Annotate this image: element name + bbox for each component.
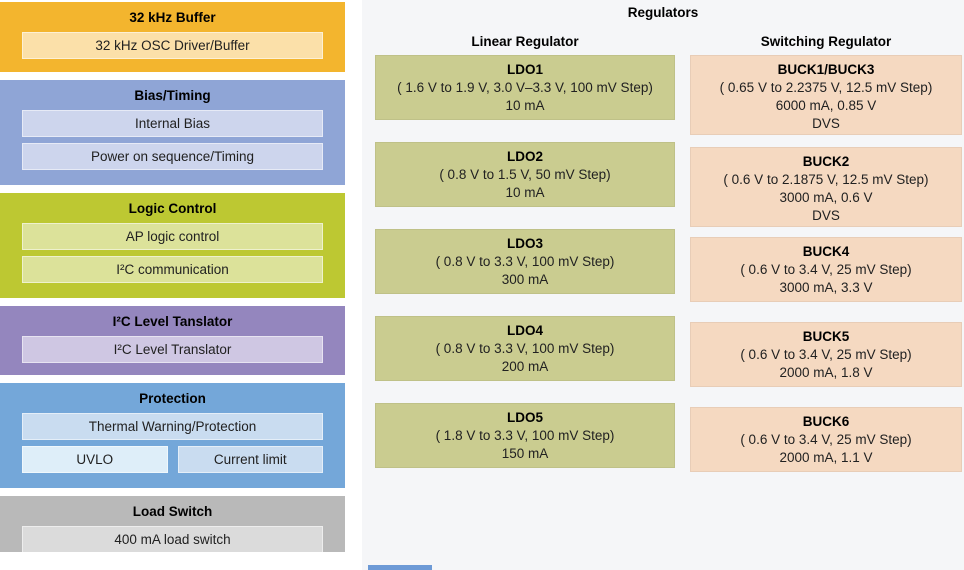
regulators-panel: Regulators Linear Regulator LDO1 ( 1.6 V… <box>362 0 964 570</box>
regulator-name: LDO4 <box>506 323 543 338</box>
linear-regulator-column: Linear Regulator LDO1 ( 1.6 V to 1.9 V, … <box>375 34 675 490</box>
linear-regulator-header: Linear Regulator <box>471 34 579 49</box>
block-row: I²C communication <box>22 256 323 283</box>
regulator-name: LDO3 <box>506 236 543 251</box>
block-rows: I²C Level Translator <box>22 336 323 363</box>
regulator-spec-line: ( 0.6 V to 2.1875 V, 12.5 mV Step) <box>723 172 929 187</box>
regulator-spec-line: 3000 mA, 0.6 V <box>779 190 873 205</box>
regulators-title: Regulators <box>627 5 699 20</box>
block-row: Internal Bias <box>22 110 323 137</box>
regulator-name: BUCK4 <box>802 244 850 259</box>
block-rows: 32 kHz OSC Driver/Buffer <box>22 32 323 59</box>
regulator-box-buck2: BUCK2 ( 0.6 V to 2.1875 V, 12.5 mV Step)… <box>690 147 962 227</box>
regulator-name: BUCK6 <box>802 414 850 429</box>
block-load-switch: Load Switch 400 mA load switch <box>0 496 345 552</box>
block-row: I²C Level Translator <box>22 336 323 363</box>
regulator-spec-line: DVS <box>812 208 840 223</box>
regulator-spec-line: 2000 mA, 1.8 V <box>779 365 873 380</box>
regulator-spec-line: ( 0.6 V to 3.4 V, 25 mV Step) <box>740 432 912 447</box>
regulator-spec-line: 150 mA <box>501 446 549 461</box>
regulator-spec-line: 10 mA <box>505 185 545 200</box>
regulator-name: LDO1 <box>506 62 543 77</box>
block-title: Protection <box>139 391 206 406</box>
regulator-spec-line: 6000 mA, 0.85 V <box>775 98 877 113</box>
block-row: 32 kHz OSC Driver/Buffer <box>22 32 323 59</box>
block-title: Load Switch <box>132 504 213 519</box>
block-row: Power on sequence/Timing <box>22 143 323 170</box>
regulator-name: BUCK1/BUCK3 <box>777 62 875 77</box>
regulator-box-buck6: BUCK6 ( 0.6 V to 3.4 V, 25 mV Step) 2000 … <box>690 407 962 472</box>
block-item: Current limit <box>177 446 323 473</box>
regulator-spec-line: 3000 mA, 3.3 V <box>779 280 873 295</box>
block-title: Bias/Timing <box>134 88 211 103</box>
block-item: AP logic control <box>22 223 323 250</box>
regulator-spec-line: 200 mA <box>501 359 549 374</box>
block-item: Power on sequence/Timing <box>22 143 323 170</box>
regulator-spec-line: ( 0.65 V to 2.2375 V, 12.5 mV Step) <box>719 80 933 95</box>
block-rows: 400 mA load switch <box>22 526 323 552</box>
block-item: 32 kHz OSC Driver/Buffer <box>22 32 323 59</box>
regulator-spec-line: ( 0.8 V to 3.3 V, 100 mV Step) <box>435 341 615 356</box>
regulator-spec-line: DVS <box>812 116 840 131</box>
regulator-box-ldo5: LDO5 ( 1.8 V to 3.3 V, 100 mV Step) 150 m… <box>375 403 675 468</box>
block-item: 400 mA load switch <box>22 526 323 552</box>
regulator-name: LDO5 <box>506 410 543 425</box>
regulator-name: BUCK5 <box>802 329 850 344</box>
regulator-spec-line: 2000 mA, 1.1 V <box>779 450 873 465</box>
regulator-box-buck1-buck3: BUCK1/BUCK3 ( 0.65 V to 2.2375 V, 12.5 m… <box>690 55 962 135</box>
block-item: Thermal Warning/Protection <box>22 413 323 440</box>
block-row: 400 mA load switch <box>22 526 323 552</box>
block-32khz-buffer: 32 kHz Buffer 32 kHz OSC Driver/Buffer <box>0 2 345 72</box>
function-block-column: 32 kHz Buffer 32 kHz OSC Driver/Buffer B… <box>0 2 345 552</box>
block-row: Thermal Warning/Protection <box>22 413 323 440</box>
regulator-box-ldo1: LDO1 ( 1.6 V to 1.9 V, 3.0 V–3.3 V, 100 … <box>375 55 675 120</box>
regulator-spec-line: ( 0.8 V to 3.3 V, 100 mV Step) <box>435 254 615 269</box>
regulator-spec-line: 300 mA <box>501 272 549 287</box>
regulator-name: LDO2 <box>506 149 543 164</box>
regulator-spec-line: ( 1.8 V to 3.3 V, 100 mV Step) <box>435 428 615 443</box>
block-title: 32 kHz Buffer <box>129 10 216 25</box>
block-i2c-level-translator: I²C Level Tanslator I²C Level Translator <box>0 306 345 375</box>
switching-regulator-column: Switching Regulator BUCK1/BUCK3 ( 0.65 V… <box>690 34 962 472</box>
block-title: Logic Control <box>128 201 217 216</box>
block-item: I²C Level Translator <box>22 336 323 363</box>
block-title: I²C Level Tanslator <box>112 314 233 329</box>
regulator-spec-line: 10 mA <box>505 98 545 113</box>
block-row: UVLO Current limit <box>22 446 323 473</box>
regulator-box-ldo2: LDO2 ( 0.8 V to 1.5 V, 50 mV Step) 10 mA <box>375 142 675 207</box>
block-row: AP logic control <box>22 223 323 250</box>
regulator-spec-line: ( 1.6 V to 1.9 V, 3.0 V–3.3 V, 100 mV St… <box>397 80 653 95</box>
regulator-name: BUCK2 <box>802 154 850 169</box>
regulator-spec-line: ( 0.8 V to 1.5 V, 50 mV Step) <box>439 167 611 182</box>
regulator-box-buck4: BUCK4 ( 0.6 V to 3.4 V, 25 mV Step) 3000 … <box>690 237 962 302</box>
block-item: Internal Bias <box>22 110 323 137</box>
switching-regulator-header: Switching Regulator <box>760 34 892 49</box>
regulator-spec-line: ( 0.6 V to 3.4 V, 25 mV Step) <box>740 262 912 277</box>
horizontal-scrollbar-thumb[interactable] <box>368 565 432 570</box>
block-item: I²C communication <box>22 256 323 283</box>
regulator-box-buck5: BUCK5 ( 0.6 V to 3.4 V, 25 mV Step) 2000 … <box>690 322 962 387</box>
regulator-spec-line: ( 0.6 V to 3.4 V, 25 mV Step) <box>740 347 912 362</box>
regulator-box-ldo4: LDO4 ( 0.8 V to 3.3 V, 100 mV Step) 200 m… <box>375 316 675 381</box>
regulator-box-ldo3: LDO3 ( 0.8 V to 3.3 V, 100 mV Step) 300 m… <box>375 229 675 294</box>
block-item: UVLO <box>22 446 168 473</box>
